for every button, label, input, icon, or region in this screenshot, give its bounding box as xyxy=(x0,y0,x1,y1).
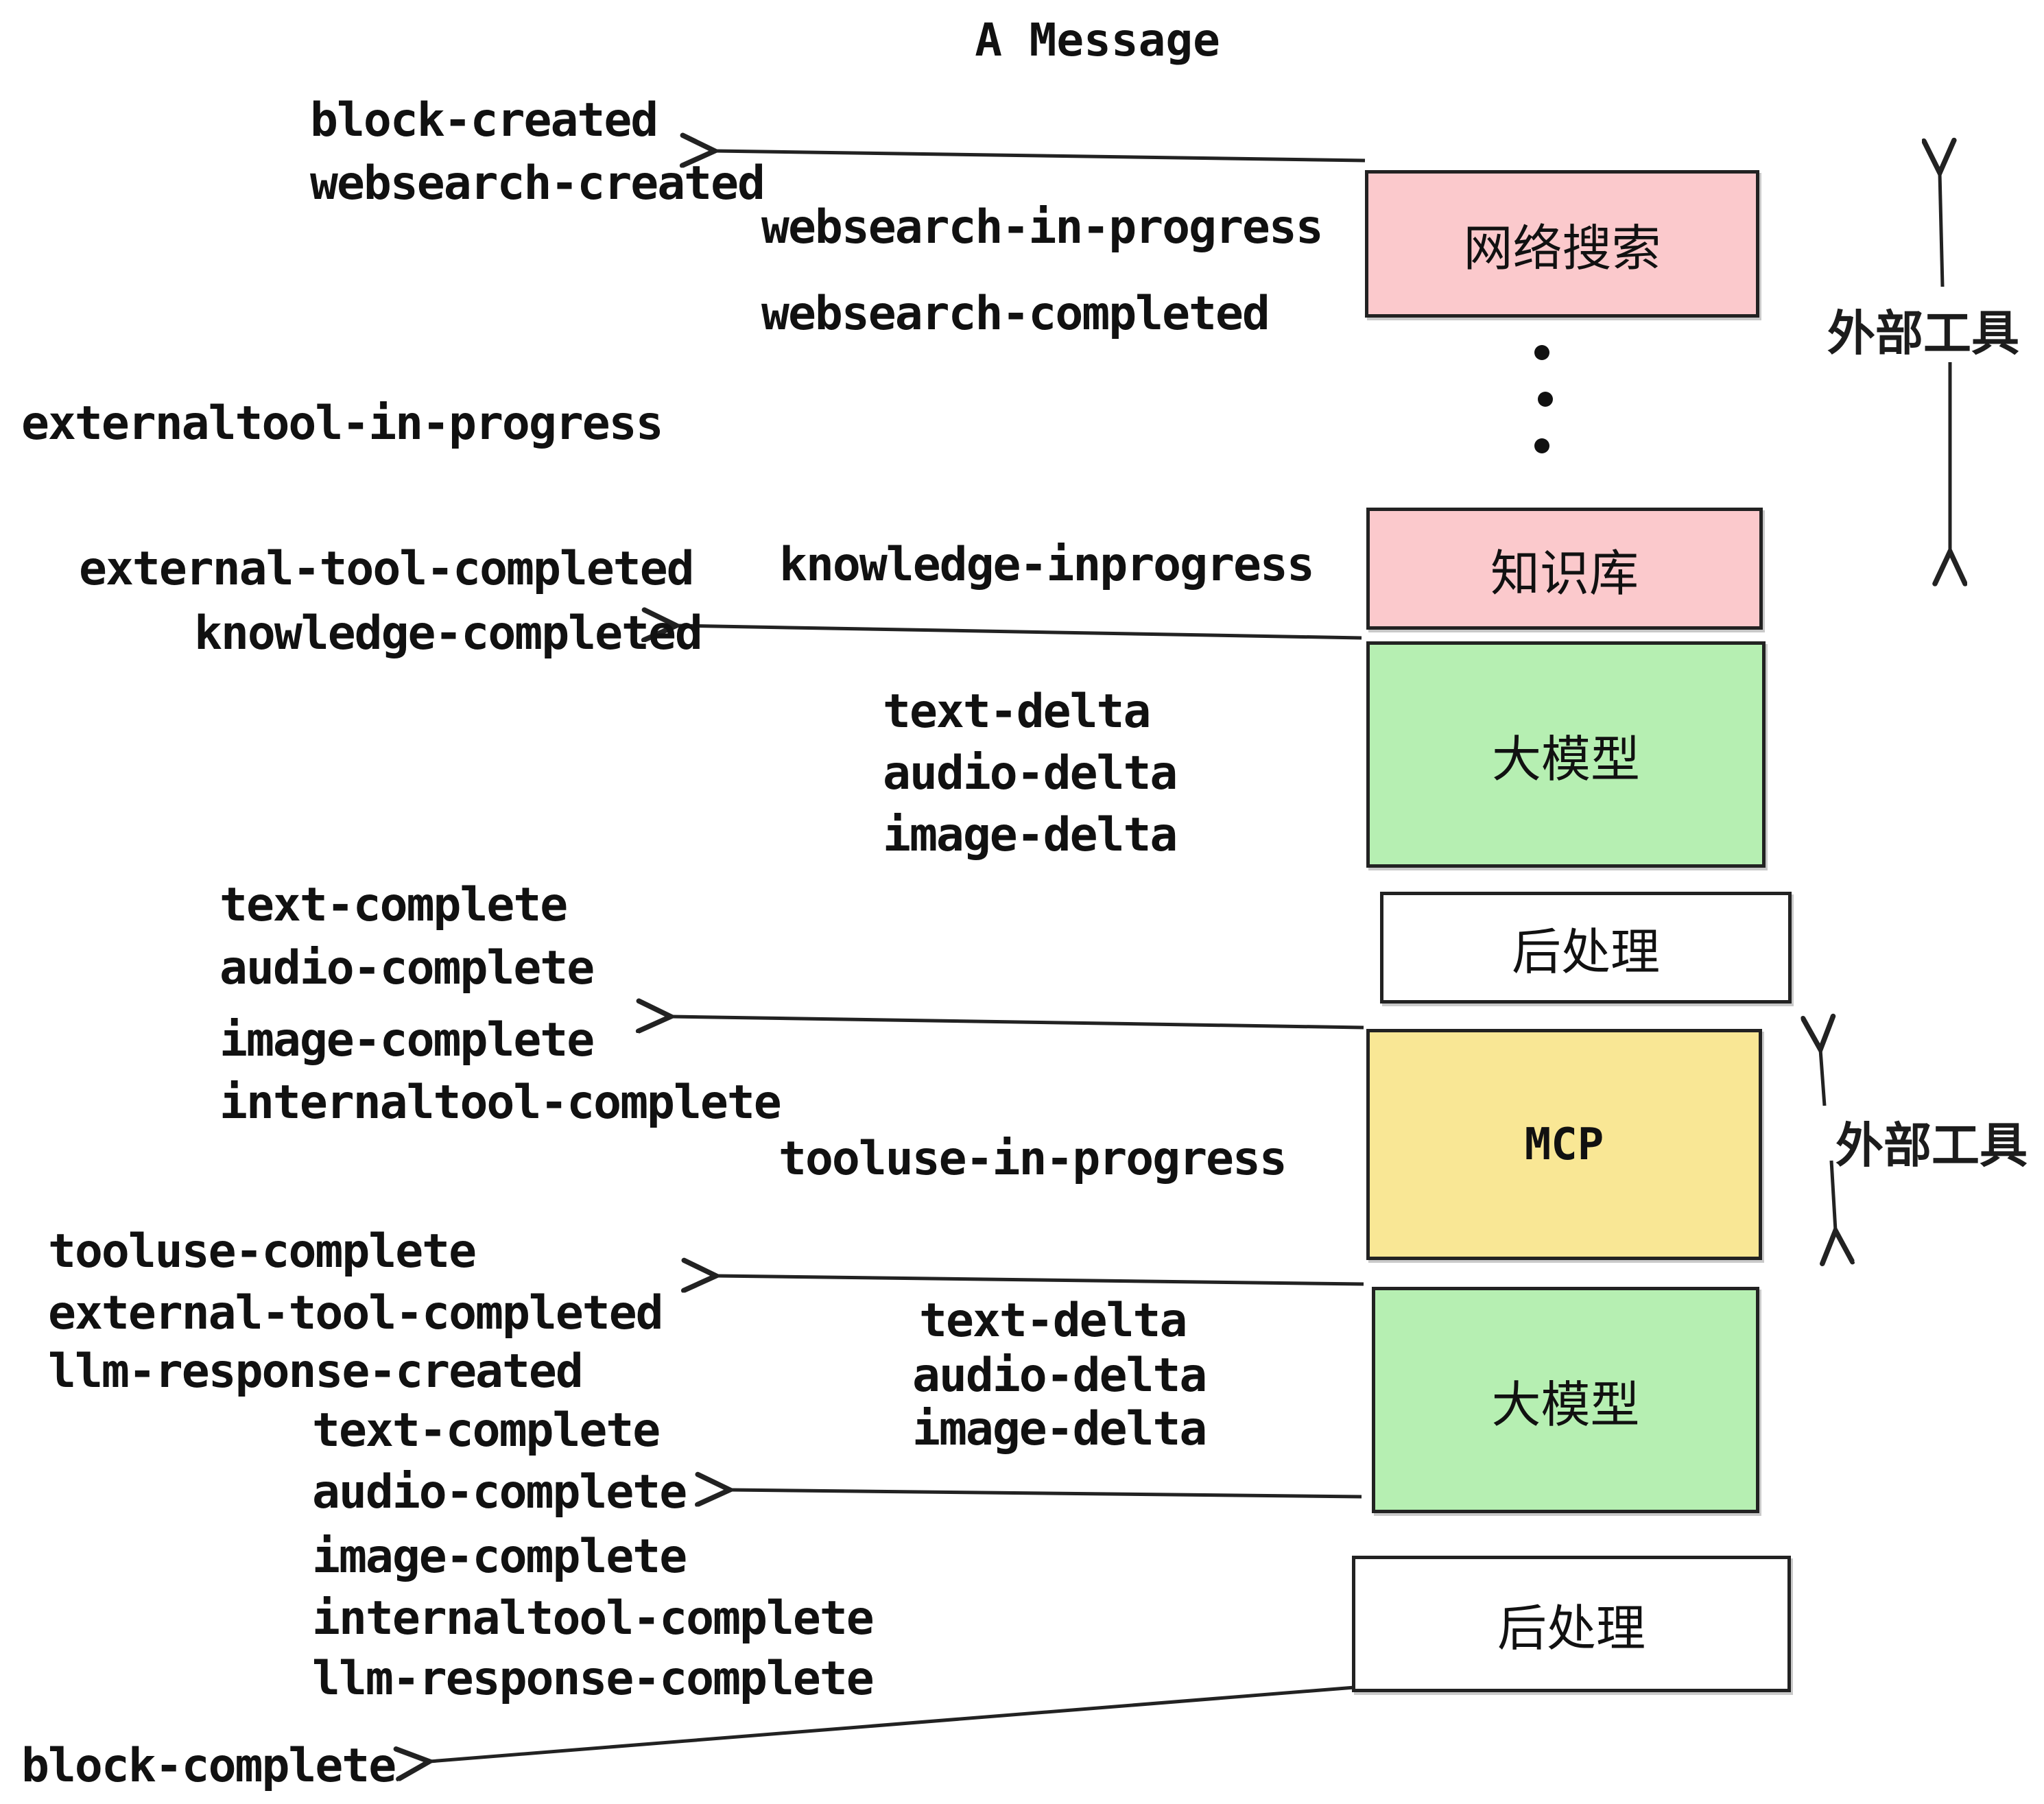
box-knowledge-label: 知识库 xyxy=(1490,546,1639,602)
diagram-title: A Message xyxy=(975,14,1220,67)
event-websearch-in-progress: websearch-in-progress xyxy=(761,200,1324,254)
box-mcp-label: MCP xyxy=(1524,1119,1604,1170)
event-externaltool-in-progress: externaltool-in-progress xyxy=(21,396,664,451)
box-postprocess-2: 后处理 xyxy=(1352,1556,1791,1692)
event-audio-delta-2: audio-delta xyxy=(912,1349,1207,1403)
event-audio-delta-1: audio-delta xyxy=(883,746,1178,800)
box-llm-2: 大模型 xyxy=(1372,1287,1759,1513)
event-external-tool-completed-2: external-tool-completed xyxy=(48,1286,664,1340)
external-tool-up-arrow-2 xyxy=(1820,1049,1825,1106)
arrow-knowledge-completed xyxy=(676,626,1362,638)
event-image-complete-2: image-complete xyxy=(312,1530,687,1584)
external-tool-label-top: 外部工具 xyxy=(1827,307,2019,360)
event-llm-response-complete: llm-response-complete xyxy=(312,1652,875,1706)
event-internaltool-complete-2: internaltool-complete xyxy=(312,1591,875,1646)
event-knowledge-completed: knowledge-completed xyxy=(194,606,703,661)
box-mcp: MCP xyxy=(1366,1029,1762,1260)
event-tooluse-complete: tooluse-complete xyxy=(48,1224,477,1279)
box-llm-1: 大模型 xyxy=(1366,641,1766,868)
arrow-block-created xyxy=(715,151,1366,161)
event-external-tool-completed-1: external-tool-completed xyxy=(79,542,695,596)
event-text-delta-1: text-delta xyxy=(883,685,1151,739)
ellipsis-dots xyxy=(1534,345,1553,453)
box-llm-1-label: 大模型 xyxy=(1491,732,1640,787)
event-llm-response-created: llm-response-created xyxy=(48,1344,584,1399)
external-tool-label-mid: 外部工具 xyxy=(1835,1119,2028,1172)
event-knowledge-inprogress: knowledge-inprogress xyxy=(779,538,1315,592)
arrow-image-complete xyxy=(671,1017,1364,1028)
external-tool-up-arrow xyxy=(1940,173,1942,287)
box-postprocess-1-label: 后处理 xyxy=(1511,925,1660,980)
event-internaltool-complete-1: internaltool-complete xyxy=(219,1076,782,1130)
box-websearch: 网络搜索 xyxy=(1365,170,1759,318)
event-text-complete-2: text-complete xyxy=(312,1403,661,1458)
event-image-delta-2: image-delta xyxy=(912,1402,1207,1456)
event-image-delta-1: image-delta xyxy=(883,808,1178,862)
box-llm-2-label: 大模型 xyxy=(1491,1377,1640,1433)
event-block-created: block-created xyxy=(310,93,658,147)
event-websearch-created: websearch-created xyxy=(310,156,765,211)
event-block-complete: block-complete xyxy=(21,1739,396,1793)
box-knowledge: 知识库 xyxy=(1366,508,1763,630)
event-audio-complete-1: audio-complete xyxy=(219,941,595,995)
event-websearch-completed: websearch-completed xyxy=(761,287,1270,341)
box-postprocess-1: 后处理 xyxy=(1380,892,1792,1004)
event-text-delta-2: text-delta xyxy=(919,1294,1187,1348)
event-text-complete-1: text-complete xyxy=(219,878,568,932)
arrow-tooluse-complete xyxy=(716,1276,1364,1284)
arrow-audio-complete xyxy=(730,1490,1362,1497)
box-postprocess-2-label: 后处理 xyxy=(1497,1602,1645,1657)
event-image-complete-1: image-complete xyxy=(219,1013,595,1067)
box-websearch-label: 网络搜索 xyxy=(1463,222,1661,276)
event-tooluse-in-progress: tooluse-in-progress xyxy=(779,1132,1287,1186)
event-audio-complete-2: audio-complete xyxy=(312,1465,687,1519)
